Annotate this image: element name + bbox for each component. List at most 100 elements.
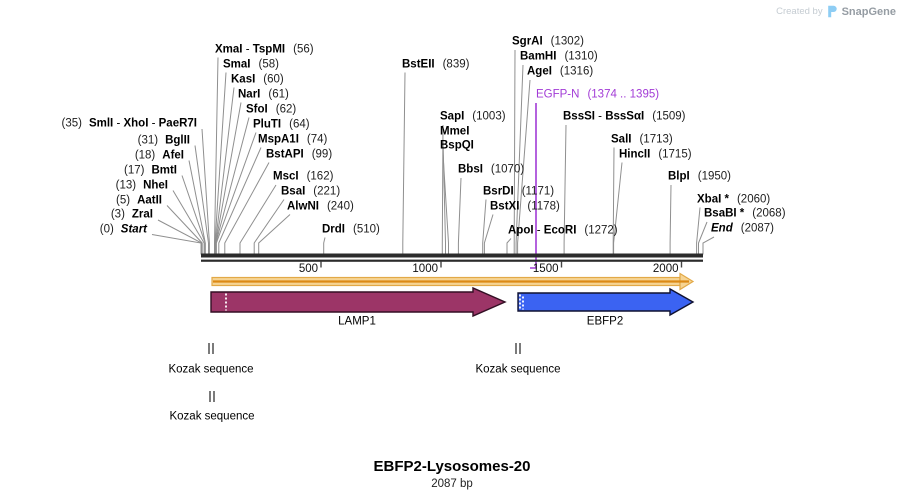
primer-egfp-n-line[interactable] bbox=[530, 103, 537, 269]
site-position: (2087) bbox=[740, 222, 774, 235]
site-position: (56) bbox=[293, 43, 314, 55]
enzyme-label-bsrdi[interactable]: BsrDI(1171) bbox=[483, 185, 554, 198]
ruler-label-500: 500 bbox=[298, 262, 318, 275]
enzyme-label-bstxi[interactable]: BstXI(1178) bbox=[490, 200, 560, 213]
enzyme-name: BsrDI bbox=[483, 185, 514, 197]
plasmid-title-block: EBFP2-Lysosomes-20 2087 bp bbox=[373, 458, 530, 490]
site-position: (1302) bbox=[550, 35, 584, 48]
ruler-label-2000: 2000 bbox=[652, 262, 679, 275]
enzyme-label-agei[interactable]: AgeI(1316) bbox=[527, 66, 593, 79]
enzyme-name: BamHI bbox=[520, 50, 557, 63]
enzyme-label-kasi[interactable]: KasI(60) bbox=[231, 73, 284, 86]
enzyme-name: ApoI bbox=[508, 224, 534, 236]
kozak-sequence-label[interactable]: Kozak sequence bbox=[168, 363, 254, 376]
site-position: (61) bbox=[268, 88, 289, 100]
site-position: (31) bbox=[137, 134, 159, 146]
enzyme-label-aatii[interactable]: (5)AatII bbox=[116, 194, 162, 207]
enzyme-name: ZraI bbox=[131, 208, 153, 221]
site-position: (221) bbox=[313, 185, 341, 197]
enzyme-name: HincII bbox=[619, 148, 651, 160]
enzyme-label-smai[interactable]: SmaI(58) bbox=[223, 58, 279, 71]
created-by-credit: Created by SnapGene bbox=[776, 5, 896, 18]
site-position: (1509) bbox=[652, 110, 686, 123]
callout-line bbox=[402, 72, 406, 255]
enzyme-label-drdi[interactable]: DrdI(510) bbox=[322, 223, 380, 236]
enzyme-label-pluti[interactable]: PluTI(64) bbox=[253, 118, 310, 131]
sequence-bar bbox=[201, 253, 703, 258]
enzyme-label-mspa1i[interactable]: MspA1I(74) bbox=[258, 133, 327, 146]
callout-line bbox=[613, 162, 623, 255]
feature-label-lamp1[interactable]: LAMP1 bbox=[338, 315, 376, 328]
enzyme-label-alwni[interactable]: AlwNI(240) bbox=[287, 200, 354, 213]
enzyme-label-xmai[interactable]: XmaI - TspMI(56) bbox=[215, 43, 314, 56]
kozak-sequence-label[interactable]: Kozak sequence bbox=[169, 410, 255, 423]
enzyme-name: SapI bbox=[440, 110, 465, 123]
enzyme-label-bsabi[interactable]: BsaBI *(2068) bbox=[704, 208, 786, 221]
callout-line bbox=[224, 162, 270, 255]
plasmid-length: 2087 bp bbox=[431, 478, 473, 490]
callout-line bbox=[442, 153, 449, 255]
callout-line bbox=[151, 234, 202, 255]
enzyme-label-sfoi[interactable]: SfoI (62) bbox=[246, 103, 296, 116]
callout-line bbox=[215, 132, 257, 255]
enzyme-label-end[interactable]: End (2087) bbox=[711, 223, 774, 236]
enzyme-label-bstapi[interactable]: BstAPI(99) bbox=[266, 148, 332, 161]
site-position: (1713) bbox=[639, 133, 673, 145]
enzyme-label-start[interactable]: (0)Start bbox=[100, 223, 147, 236]
enzyme-label-bmti[interactable]: (17)BmtI bbox=[124, 164, 177, 177]
enzyme-name: TspMI bbox=[252, 43, 286, 55]
enzyme-label-sapi[interactable]: SapI(1003) bbox=[440, 111, 506, 124]
feature-label-ebfp2[interactable]: EBFP2 bbox=[586, 315, 624, 328]
site-position: (3) bbox=[110, 208, 125, 221]
enzyme-label-bsteii[interactable]: BstEII(839) bbox=[402, 58, 469, 71]
enzyme-name: XhoI bbox=[123, 117, 149, 130]
feature-arrow-ebfp2[interactable] bbox=[517, 287, 695, 317]
enzyme-label-nari[interactable]: NarI(61) bbox=[238, 88, 289, 101]
enzyme-label-zrai[interactable]: (3) ZraI bbox=[111, 209, 153, 222]
enzyme-separator: - bbox=[594, 110, 606, 123]
enzyme-name: NheI bbox=[143, 179, 168, 191]
enzyme-label-apoi[interactable]: ApoI - EcoRI(1272) bbox=[508, 224, 618, 237]
enzyme-label-bsssi[interactable]: BssSI - BssSαI(1509) bbox=[563, 111, 686, 124]
site-position: (99) bbox=[311, 148, 333, 160]
enzyme-label-bspqi[interactable]: BspQI bbox=[440, 140, 474, 153]
snapgene-logo-icon bbox=[827, 5, 838, 18]
enzyme-name: MscI bbox=[273, 170, 299, 183]
enzyme-name: SmaI bbox=[223, 58, 251, 70]
site-position: (510) bbox=[353, 223, 380, 235]
enzyme-name: BstXI bbox=[490, 200, 520, 212]
enzyme-name: BmtI bbox=[151, 164, 177, 176]
enzyme-label-sgrai[interactable]: SgrAI (1302) bbox=[512, 36, 584, 49]
callout-line bbox=[669, 184, 672, 255]
site-position: (240) bbox=[326, 200, 354, 212]
enzyme-label-bbsi[interactable]: BbsI(1070) bbox=[458, 164, 524, 177]
enzyme-label-bsai[interactable]: BsaI(221) bbox=[281, 185, 340, 198]
enzyme-name: SgrAI bbox=[512, 35, 543, 48]
enzyme-label-smli[interactable]: (35)SmlI - XhoI - PaeR7I bbox=[62, 118, 198, 131]
enzyme-label-msci[interactable]: MscI(162) bbox=[273, 171, 333, 184]
enzyme-label-mmei[interactable]: MmeI bbox=[440, 125, 469, 138]
plasmid-name: EBFP2-Lysosomes-20 bbox=[373, 458, 531, 475]
enzyme-label-bamhi[interactable]: BamHI(1310) bbox=[520, 51, 598, 64]
enzyme-separator: - bbox=[533, 224, 544, 236]
callout-line bbox=[258, 214, 291, 255]
enzyme-label-afei[interactable]: (18)AfeI bbox=[135, 149, 184, 162]
enzyme-label-blpi[interactable]: BlpI(1950) bbox=[668, 171, 731, 184]
enzyme-name: SfoI bbox=[246, 103, 268, 115]
ruler-label-1000: 1000 bbox=[412, 262, 438, 275]
enzyme-label-bglii[interactable]: (31)BglII bbox=[138, 134, 190, 147]
enzyme-name: End bbox=[711, 222, 733, 235]
feature-arrow-lamp1[interactable] bbox=[210, 286, 507, 318]
primer-label-egfp-n[interactable]: EGFP-N(1374 .. 1395) bbox=[536, 89, 659, 102]
created-by-text: Created by bbox=[776, 6, 823, 17]
kozak-sequence-label[interactable]: Kozak sequence bbox=[475, 363, 561, 376]
enzyme-label-xbai[interactable]: XbaI *(2060) bbox=[697, 193, 770, 206]
site-position: (62) bbox=[275, 103, 297, 115]
enzyme-label-nhei[interactable]: (13) NheI bbox=[116, 179, 168, 192]
enzyme-label-hincii[interactable]: HincII(1715) bbox=[619, 148, 692, 161]
site-position: (13) bbox=[115, 179, 137, 191]
callout-line bbox=[194, 145, 209, 255]
enzyme-label-sali[interactable]: SalI(1713) bbox=[611, 133, 673, 146]
